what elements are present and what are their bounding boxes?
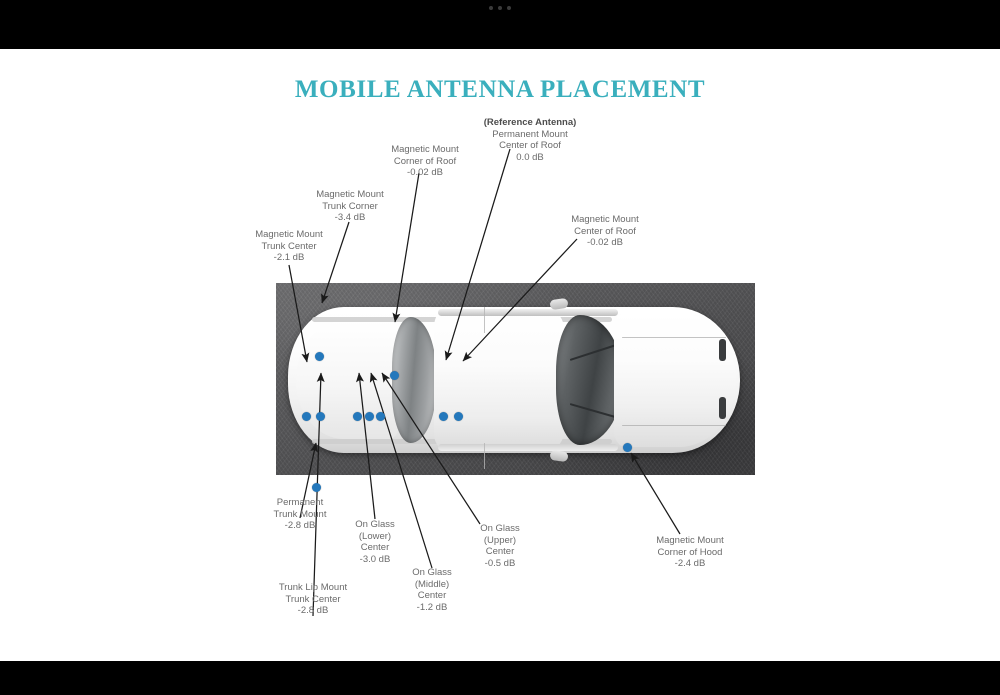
callout-gain: -3.4 dB: [334, 212, 366, 223]
callout-permanent-center-of-roof: (Reference Antenna) Permanent Mount Cent…: [455, 117, 605, 163]
page-title: MOBILE ANTENNA PLACEMENT: [294, 76, 706, 103]
car-hood: [614, 313, 736, 447]
callout-gain: -0.02 dB: [407, 167, 443, 178]
loading-dot: [498, 6, 502, 10]
callout-magnetic-trunk-corner: Magnetic Mount Trunk Corner -3.4 dB: [275, 189, 425, 224]
callout-line-2: Trunk Center: [285, 593, 341, 605]
callout-gain: -3.0 dB: [359, 553, 391, 565]
callout-magnetic-corner-of-roof: Magnetic Mount Corner of Roof -0.02 dB: [350, 144, 500, 179]
callout-gain: -2.8 dB: [297, 605, 329, 616]
bottom-chrome-bar: [0, 661, 1000, 695]
callout-line-1: Magnetic Mount: [316, 189, 384, 200]
callout-line-1: Magnetic Mount: [255, 229, 323, 240]
callout-line-2: Trunk Mount: [273, 508, 327, 520]
callout-on-glass-upper: On Glass (Upper) Center -0.5 dB: [435, 523, 565, 569]
callout-magnetic-corner-of-hood: Magnetic Mount Corner of Hood -2.4 dB: [615, 535, 765, 570]
callout-trunk-lip-mount: Trunk Lip Mount Trunk Center -2.8 dB: [238, 582, 388, 617]
callout-line-1: On Glass: [480, 523, 520, 534]
callout-line-1: Magnetic Mount: [571, 214, 639, 225]
callout-line-2: Corner of Roof: [393, 155, 457, 167]
callout-magnetic-center-of-roof: Magnetic Mount Center of Roof -0.02 dB: [530, 214, 680, 249]
callout-on-glass-middle: On Glass (Middle) Center -1.2 dB: [367, 567, 497, 613]
antenna-dot-permanent-center-roof[interactable]: [439, 412, 448, 421]
callout-line-2: Corner of Hood: [657, 546, 723, 558]
callout-line-1: On Glass: [355, 519, 395, 530]
antenna-dot-trunk-lip-mount[interactable]: [316, 412, 325, 421]
car-door-seam: [484, 307, 485, 333]
antenna-dot-on-glass-lower[interactable]: [353, 412, 362, 421]
callout-line-3: Center: [360, 542, 390, 553]
car-hood-seam: [622, 337, 726, 338]
callout-line-1: Trunk Lip Mount: [278, 582, 348, 593]
antenna-dot-magnetic-corner-hood[interactable]: [623, 443, 632, 452]
reference-antenna-note: (Reference Antenna): [483, 117, 577, 128]
car-roof-rail-bottom: [438, 444, 618, 451]
car-illustration: [288, 297, 740, 469]
callout-line-1: On Glass: [412, 567, 452, 578]
callout-gain: -2.8 dB: [284, 520, 316, 531]
antenna-dot-magnetic-center-roof[interactable]: [454, 412, 463, 421]
loading-dot: [507, 6, 511, 10]
callout-line-1: Permanent: [276, 497, 324, 508]
callout-line-1: Permanent Mount: [492, 128, 568, 140]
callout-line-2: Trunk Center: [261, 240, 317, 252]
callout-gain: -1.2 dB: [416, 601, 448, 613]
car-top-view-photo: [276, 283, 755, 475]
antenna-dot-on-glass-upper[interactable]: [376, 412, 385, 421]
antenna-dot-on-glass-middle[interactable]: [365, 412, 374, 421]
antenna-dot-magnetic-trunk-corner[interactable]: [315, 352, 324, 361]
loading-dot: [489, 6, 493, 10]
callout-line-2: (Upper): [483, 534, 517, 546]
car-roof: [434, 311, 564, 449]
car-front-vent: [719, 397, 726, 419]
callout-line-1: Magnetic Mount: [391, 144, 459, 155]
car-rear-window: [392, 317, 436, 443]
loading-dots-indicator: [489, 6, 511, 10]
slide-canvas: MOBILE ANTENNA PLACEMENT: [0, 49, 1000, 661]
callout-line-2: Center of Roof: [574, 225, 636, 237]
callout-line-3: Center: [485, 546, 515, 557]
callout-gain: 0.0 dB: [516, 151, 544, 163]
car-front-vent: [719, 339, 726, 361]
car-trunk-lid: [296, 321, 398, 439]
callout-on-glass-lower: On Glass (Lower) Center -3.0 dB: [310, 519, 440, 565]
car-door-seam: [484, 443, 485, 469]
antenna-dot-permanent-trunk-mount[interactable]: [312, 483, 321, 492]
callout-permanent-trunk-mount: Permanent Trunk Mount -2.8 dB: [225, 497, 375, 532]
car-hood-seam: [622, 425, 726, 426]
callout-gain: -2.1 dB: [273, 252, 305, 263]
callout-gain: -0.02 dB: [587, 237, 623, 248]
callout-line-1: Magnetic Mount: [656, 535, 724, 546]
antenna-dot-magnetic-corner-roof[interactable]: [390, 371, 399, 380]
top-chrome-bar: [0, 0, 1000, 49]
callout-magnetic-trunk-center: Magnetic Mount Trunk Center -2.1 dB: [214, 229, 364, 264]
callout-gain: -0.5 dB: [484, 557, 516, 569]
car-roof-rail-top: [438, 309, 618, 316]
callout-line-2: (Middle): [414, 578, 450, 590]
callout-line-2: Trunk Corner: [322, 200, 378, 212]
callout-line-2: Center of Roof: [499, 140, 561, 151]
callout-line-2: (Lower): [358, 530, 392, 542]
callout-gain: -2.4 dB: [674, 558, 706, 569]
callout-line-3: Center: [417, 590, 447, 601]
antenna-dot-magnetic-trunk-center[interactable]: [302, 412, 311, 421]
